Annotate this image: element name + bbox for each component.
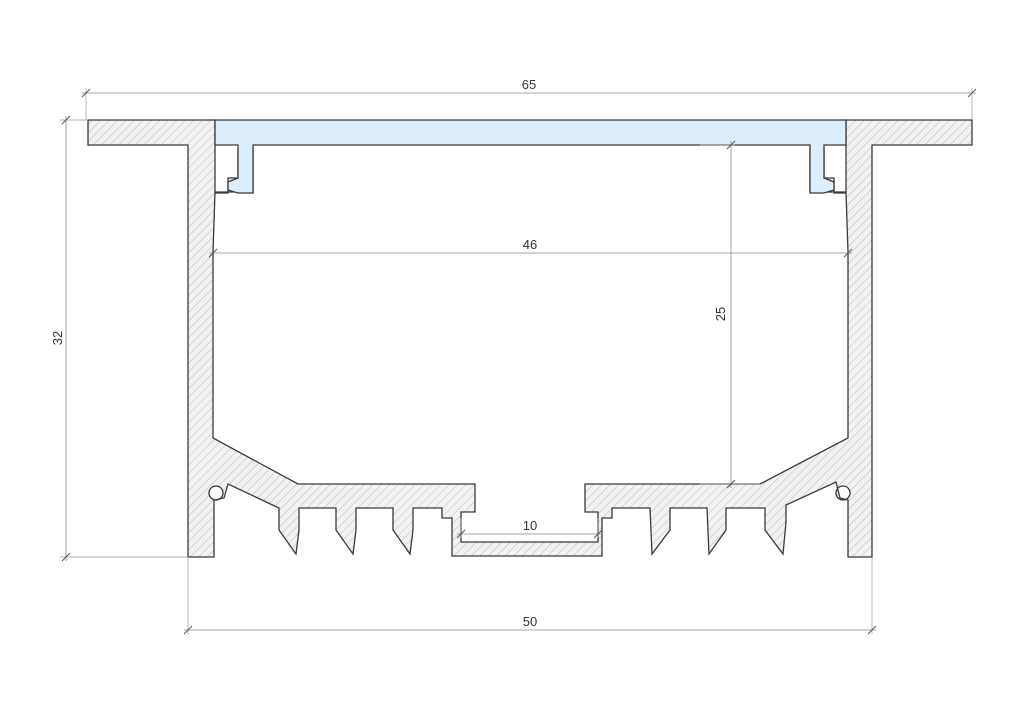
dimension-inner-width: 46: [208, 237, 853, 258]
dimension-label-inner-width: 46: [523, 237, 537, 252]
dimension-overall-height: 32: [50, 115, 71, 562]
dimension-overall-width: 65: [81, 77, 977, 98]
dimension-label-overall-height: 32: [50, 331, 65, 345]
aluminium-profile-body: [87, 119, 973, 558]
diffuser-cover: [214, 119, 847, 194]
dimension-label-overall-width: 65: [522, 77, 536, 92]
dimension-label-body-width: 50: [523, 614, 537, 629]
dimension-channel-width: 10: [456, 518, 603, 539]
dimension-label-channel-width: 10: [523, 518, 537, 533]
dimension-inner-height: 25: [713, 140, 736, 489]
dimension-label-inner-height: 25: [713, 307, 728, 321]
dimension-body-width: 50: [183, 614, 877, 635]
